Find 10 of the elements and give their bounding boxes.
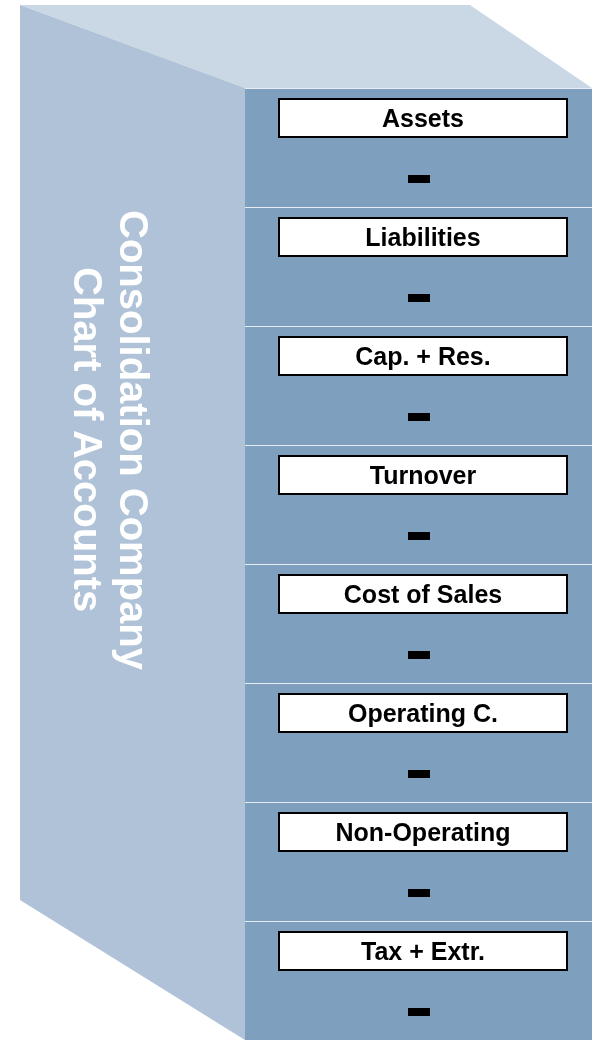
drawer-label: Non-Operating	[278, 812, 568, 852]
drawer-label: Turnover	[278, 455, 568, 495]
cabinet-side-panel	[20, 5, 245, 1040]
drawer-label: Operating C.	[278, 693, 568, 733]
drawer-label: Liabilities	[278, 217, 568, 257]
drawer-label: Tax + Extr.	[278, 931, 568, 971]
drawer-label: Cost of Sales	[278, 574, 568, 614]
drawer-label: Cap. + Res.	[278, 336, 568, 376]
side-title: Consolidation Company Chart of Accounts	[65, 209, 157, 672]
drawer-label: Assets	[278, 98, 568, 138]
